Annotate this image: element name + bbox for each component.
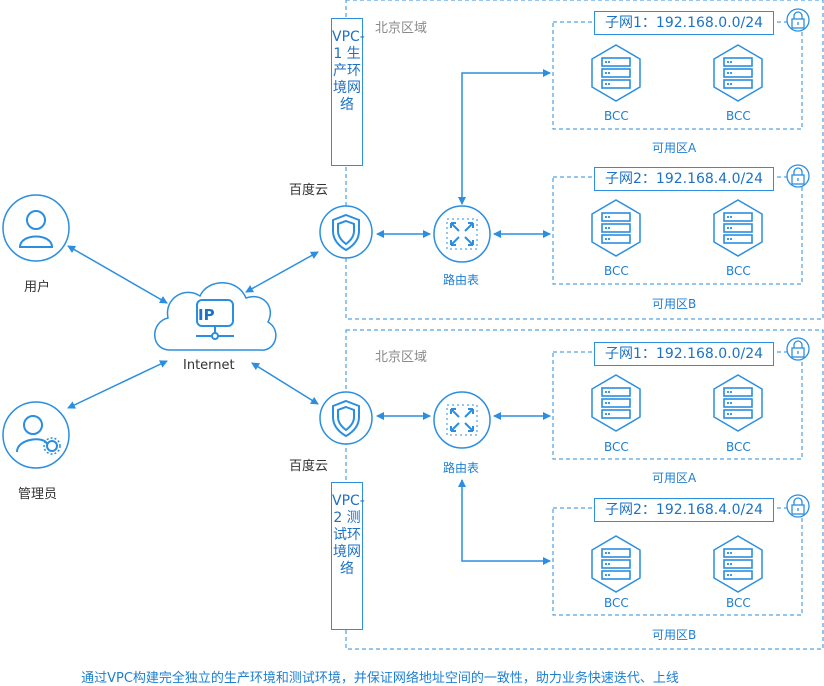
- server-icon: [591, 44, 641, 102]
- server-label: BCC: [604, 109, 629, 123]
- router-label: 路由表: [443, 461, 480, 475]
- zone-label: 可用区B: [652, 628, 697, 642]
- subnet-label: 子网2：192.168.4.0/24: [594, 498, 775, 522]
- cloud-label: 百度云: [289, 183, 329, 198]
- zone-label: 可用区A: [652, 471, 697, 485]
- subnet-label: 子网1：192.168.0.0/24: [594, 342, 775, 366]
- server-icon: [591, 374, 641, 432]
- caption: 通过VPC构建完全独立的生产环境和测试环境，并保证网络地址空间的一致性，助力业务…: [81, 671, 679, 686]
- zone-label: 可用区A: [652, 141, 697, 155]
- user-icon: [2, 194, 70, 262]
- router-icon: [433, 205, 491, 263]
- internet-label: Internet: [183, 358, 235, 373]
- server-label: BCC: [604, 440, 629, 454]
- server-icon: [713, 199, 763, 257]
- zone-label: 可用区B: [652, 297, 697, 311]
- lock-icon: [786, 8, 810, 32]
- vpc-2-box: [345, 329, 824, 650]
- server-icon: [591, 199, 641, 257]
- router-icon: [433, 391, 491, 449]
- admin-icon: [2, 401, 70, 469]
- shield-icon: [319, 205, 373, 259]
- region-label: 北京区域: [375, 350, 428, 365]
- ip-label: IP: [198, 306, 215, 324]
- user-label: 用户: [24, 280, 51, 295]
- vpc-2-label: VPC-2 测试环境网络: [331, 482, 365, 630]
- server-label: BCC: [604, 264, 629, 278]
- connector-lines: [67, 69, 551, 565]
- server-icon: [713, 535, 763, 593]
- server-label: BCC: [726, 596, 751, 610]
- server-icon: [591, 535, 641, 593]
- cloud-ip-icon: [154, 282, 277, 351]
- region-label: 北京区域: [375, 21, 428, 36]
- lock-icon: [786, 494, 810, 518]
- subnet-label: 子网2：192.168.4.0/24: [594, 167, 775, 191]
- cloud-label: 百度云: [289, 459, 329, 474]
- admin-label: 管理员: [18, 487, 58, 502]
- lock-icon: [786, 164, 810, 188]
- subnet-label: 子网1：192.168.0.0/24: [594, 11, 775, 35]
- lock-icon: [786, 337, 810, 361]
- vpc-1-box: [345, 0, 824, 320]
- server-label: BCC: [604, 596, 629, 610]
- shield-icon: [319, 391, 373, 445]
- server-icon: [713, 44, 763, 102]
- vpc-1-label: VPC-1 生产环境网络: [331, 18, 365, 166]
- server-icon: [713, 374, 763, 432]
- server-label: BCC: [726, 264, 751, 278]
- server-label: BCC: [726, 109, 751, 123]
- server-label: BCC: [726, 440, 751, 454]
- router-label: 路由表: [443, 273, 480, 287]
